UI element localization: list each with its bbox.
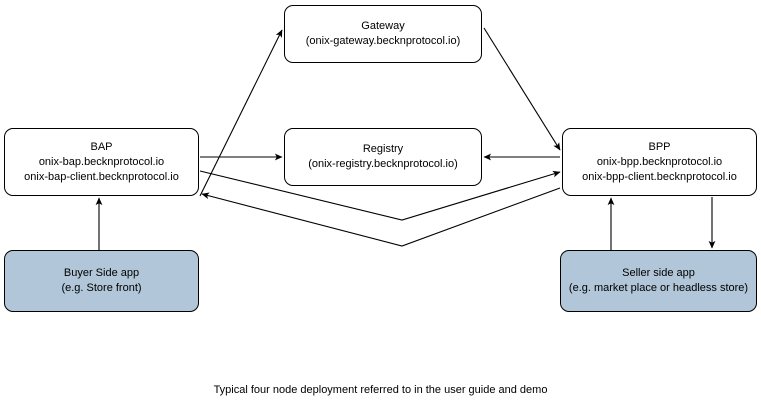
node-bpp-title: BPP — [648, 140, 671, 153]
edge-bap-to-bpp — [199, 170, 561, 221]
node-bap-subtitle: onix-bap.becknprotocol.io — [38, 155, 165, 168]
node-seller-side-app[interactable]: Seller side app (e.g. market place or he… — [560, 250, 757, 312]
node-bap-detail: onix-bap-client.becknprotocol.io — [24, 170, 179, 183]
node-seller-side-app-title: Seller side app — [622, 267, 695, 279]
node-bpp-detail: onix-bpp-client.becknprotocol.io — [582, 170, 737, 183]
node-registry-title: Registry — [362, 143, 404, 155]
node-buyer-side-app-subtitle: (e.g. Store front) — [61, 282, 142, 294]
edge-bpp-to-bap — [201, 187, 561, 247]
edge-gateway-to-bpp — [483, 27, 561, 151]
node-buyer-side-app-title: Buyer Side app — [63, 267, 140, 279]
node-gateway-subtitle: (onix-gateway.becknprotocol.io) — [305, 35, 461, 47]
edge-bap-to-gateway — [199, 29, 283, 197]
node-bap-title: BAP — [90, 140, 113, 153]
node-registry[interactable]: Registry (onix-registry.becknprotocol.io… — [284, 128, 482, 186]
node-gateway-title: Gateway — [361, 20, 405, 32]
node-registry-subtitle: (onix-registry.becknprotocol.io) — [308, 158, 458, 170]
node-gateway[interactable]: Gateway (onix-gateway.becknprotocol.io) — [284, 5, 482, 63]
node-bpp[interactable]: BPP onix-bpp.becknprotocol.io onix-bpp-c… — [562, 128, 757, 196]
node-bpp-subtitle: onix-bpp.becknprotocol.io — [596, 155, 723, 168]
diagram-caption: Typical four node deployment referred to… — [213, 384, 548, 396]
node-buyer-side-app[interactable]: Buyer Side app (e.g. Store front) — [4, 250, 199, 312]
node-bap[interactable]: BAP onix-bap.becknprotocol.io onix-bap-c… — [4, 128, 199, 196]
node-seller-side-app-subtitle: (e.g. market place or headless store) — [568, 282, 749, 294]
